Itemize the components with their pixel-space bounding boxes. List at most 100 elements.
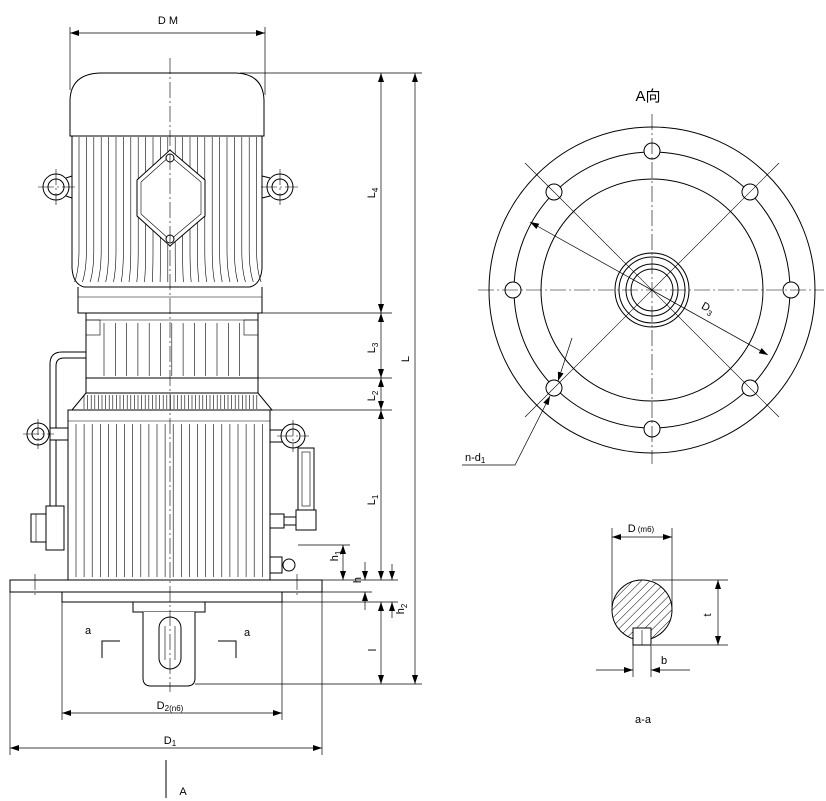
shaft-d-label-base: D (628, 523, 636, 535)
b-label: b (661, 655, 667, 667)
base-plate-upper (9, 579, 323, 593)
d2-label: D2(n6) (157, 700, 184, 713)
l1-label: L1 (366, 494, 380, 505)
h1-label: h1 (329, 550, 343, 561)
oil-pipe-outer (49, 351, 86, 506)
shaft-d-label-sub: (m6) (638, 525, 655, 534)
motor-body-outline (71, 136, 263, 288)
l4-label: L4 (366, 187, 380, 198)
d3-dimension-line (529, 221, 769, 356)
d3-label-sub: 3 (705, 308, 714, 318)
t-label: t (702, 613, 714, 616)
motor-cooling-fin (256, 137, 262, 283)
motor-cooling-fin (74, 137, 80, 283)
diameter-dimensions: D2(n6) D1 (9, 592, 323, 755)
fitting-nipple (283, 516, 297, 526)
section-mark-left-label: a (85, 625, 92, 637)
adapter-ring-outline (85, 377, 259, 394)
d1-label-base: D (164, 735, 172, 747)
section-mark-right-label: a (244, 627, 251, 639)
l2-label-sub: 2 (371, 390, 380, 395)
coupling-lug-left (85, 319, 101, 336)
terminal-box-outline (136, 149, 206, 247)
l4-label-base: L (366, 192, 378, 198)
dm-dimension: D M (69, 15, 266, 95)
motor-cooling-fin (89, 137, 95, 283)
coupling-housing (85, 312, 259, 379)
drain-plug-head (282, 558, 296, 572)
section-mark-left: a (85, 625, 120, 658)
gearbox (23, 409, 317, 581)
motor-cooling-fin (120, 137, 124, 283)
motor-cooling-fin (234, 137, 239, 283)
motor-cooling-fin (211, 137, 215, 283)
motor-cooling-fin (136, 137, 139, 283)
motor-cooling-fin (144, 137, 146, 283)
drain-plug (269, 556, 296, 574)
fitting-body (269, 513, 285, 529)
base-plate (9, 574, 323, 603)
motor-cooling-fin (97, 137, 102, 283)
motor-cooling-fin (197, 137, 200, 283)
fan-cover (69, 72, 265, 137)
oil-sight-glass (269, 447, 317, 531)
section-a-a-title: a-a (635, 714, 652, 726)
h-label: h (352, 577, 364, 583)
motor-lifting-eye-right (261, 169, 298, 205)
motor-cooling-fin (128, 137, 132, 283)
h1-label-base: h (329, 555, 341, 561)
motor-cooling-fin (189, 137, 192, 283)
sight-glass-base (295, 509, 317, 531)
section-mark-right: a (218, 627, 251, 658)
holes-label: n-d1 (465, 452, 486, 465)
coupling-ribs (103, 323, 240, 376)
d1-label: D1 (164, 735, 177, 748)
lifting-eye-lug (261, 175, 271, 199)
holes-label-base: n-d (465, 452, 481, 464)
motor-cooling-fin (152, 137, 154, 283)
gearbox-fins (75, 424, 263, 577)
oil-pipe (49, 351, 86, 506)
lifting-eye-lug (65, 175, 73, 199)
motor-fins (74, 137, 262, 283)
d1-label-sub: 1 (172, 739, 177, 748)
view-a: A向 D3 n-d1 (462, 88, 824, 466)
motor-cooling-fin (219, 137, 223, 283)
output-shaft (132, 601, 206, 687)
d2-label-base: D (157, 700, 165, 712)
holes-leader-line (462, 395, 551, 466)
l3-label-sub: 3 (371, 342, 380, 347)
gearbox-lifting-eye-left (23, 419, 69, 449)
l4-label-sub: 4 (371, 187, 380, 192)
l1-label-sub: 1 (371, 494, 380, 499)
l-total-label: L (400, 356, 412, 362)
oil-pump-body (45, 505, 65, 551)
gearbox-lifting-eye-right (269, 420, 309, 452)
l1-label-base: L (366, 499, 378, 505)
sight-glass-window (301, 451, 311, 507)
h1-label-sub: 1 (334, 550, 343, 555)
shaft-d-label: D(m6) (628, 523, 655, 535)
motor-cooling-fin (241, 137, 246, 283)
gearbox-body (67, 409, 271, 581)
adapter-ring (70, 377, 274, 411)
l3-label: L3 (366, 342, 380, 353)
section-mark-right-bracket (218, 640, 237, 658)
view-a-title: A向 (635, 88, 660, 105)
main-view: D M (9, 15, 422, 798)
section-mark-left-bracket (101, 640, 120, 658)
d3-label: D3 (698, 300, 716, 319)
view-direction-label: A (179, 786, 187, 798)
shaft-collar (132, 601, 206, 613)
coupling-lug-right (243, 319, 259, 336)
section-a-a: D(m6) t b a-a (596, 523, 728, 726)
h2-label-sub: 2 (400, 603, 409, 608)
motor (38, 72, 298, 314)
oil-pipe-inner (55, 357, 86, 506)
motor-cooling-fin (113, 137, 117, 283)
h2-label-base: h (395, 608, 407, 614)
terminal-box (136, 149, 206, 247)
motor-lifting-eye-left (38, 169, 75, 205)
